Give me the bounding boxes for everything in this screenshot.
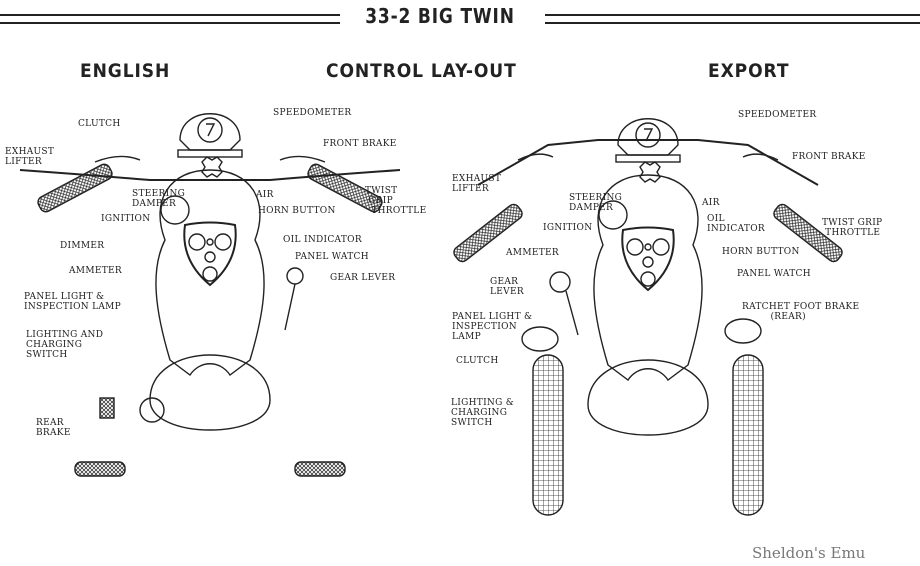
page-title: 33-2 BIG TWIN <box>365 4 515 28</box>
ex-label-clutch: CLUTCH <box>456 356 499 366</box>
en-label-front-brake: FRONT BRAKE <box>323 139 397 149</box>
ex-label-ammeter: AMMETER <box>506 248 559 258</box>
en-label-dimmer: DIMMER <box>60 241 105 251</box>
en-label-panel-light: PANEL LIGHT & INSPECTION LAMP <box>24 292 122 312</box>
ex-label-front-brake: FRONT BRAKE <box>792 152 866 162</box>
ex-label-ignition: IGNITION <box>543 223 593 233</box>
ex-label-exhaust-lifter: EXHAUST LIFTER <box>452 174 502 194</box>
watermark: Sheldon's Emu <box>752 544 866 562</box>
ex-label-twist-grip-throttle: TWIST GRIP THROTTLE <box>822 218 883 238</box>
en-label-exhaust-lifter: EXHAUST LIFTER <box>5 147 55 167</box>
en-label-speedometer: SPEEDOMETER <box>273 108 352 118</box>
ex-label-ratchet-foot-brake: RATCHET FOOT BRAKE (REAR) <box>742 302 860 322</box>
en-label-gear-lever: GEAR LEVER <box>330 273 396 283</box>
ex-label-lighting-switch: LIGHTING & CHARGING SWITCH <box>451 398 515 428</box>
section-english: ENGLISH <box>80 60 171 82</box>
section-export: EXPORT <box>708 60 790 82</box>
export-motorcycle-drawing <box>453 117 843 516</box>
english-motorcycle-drawing <box>19 112 401 477</box>
en-label-twist-grip-throttle: TWIST GRIP THROTTLE <box>365 186 427 216</box>
en-label-lighting-switch: LIGHTING AND CHARGING SWITCH <box>26 330 104 360</box>
en-label-horn-button: HORN BUTTON <box>258 206 336 216</box>
ex-label-panel-light: PANEL LIGHT & INSPECTION LAMP <box>452 312 533 342</box>
header-rule-left-1 <box>0 14 340 16</box>
en-label-rear-brake: REAR BRAKE <box>36 418 71 438</box>
en-label-ignition: IGNITION <box>101 214 151 224</box>
ex-label-horn-button: HORN BUTTON <box>722 247 800 257</box>
en-label-panel-watch: PANEL WATCH <box>295 252 369 262</box>
header-rule-right-1 <box>545 14 920 16</box>
ex-label-steering-damper: STEERING DAMPER <box>569 193 623 213</box>
header-rule-left-2 <box>0 22 340 24</box>
en-label-steering-damper: STEERING DAMPER <box>132 189 186 209</box>
header-rule-right-2 <box>545 22 920 24</box>
ex-label-air: AIR <box>702 198 720 208</box>
ex-label-gear-lever: GEAR LEVER <box>490 277 524 297</box>
en-label-air: AIR <box>256 190 274 200</box>
en-label-ammeter: AMMETER <box>69 266 122 276</box>
en-label-clutch: CLUTCH <box>78 119 121 129</box>
section-control-layout: CONTROL LAY-OUT <box>326 60 517 82</box>
ex-label-speedometer: SPEEDOMETER <box>738 110 817 120</box>
en-label-oil-indicator: OIL INDICATOR <box>283 235 362 245</box>
ex-label-oil-indicator: OIL INDICATOR <box>707 214 765 234</box>
ex-label-panel-watch: PANEL WATCH <box>737 269 811 279</box>
